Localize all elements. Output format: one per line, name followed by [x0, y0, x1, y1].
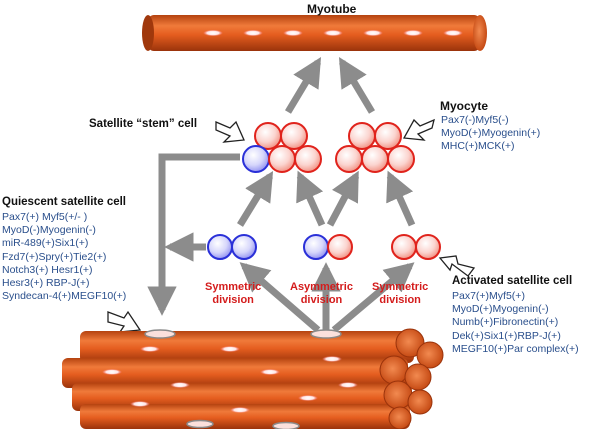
activated-markers: Pax7(+)Myf5(+) MyoD(+)Myogenin(-) Numb(+… — [452, 290, 579, 356]
arrow-stem-to-myotube — [284, 56, 322, 114]
pointer-arrow-stem — [215, 120, 245, 143]
activated-marker: MEGF10(+)Par complex(+) — [452, 342, 579, 355]
fiber-nuclei — [102, 346, 358, 413]
left-symmetric-pair — [207, 234, 257, 260]
myotube-nuclei — [203, 29, 463, 37]
myocyte-marker: MyoD(+)Myogenin(+) — [441, 127, 541, 140]
arrow-mid-pair-up-right — [326, 170, 360, 227]
activated-marker: Pax7(+)Myf5(+) — [452, 290, 525, 302]
myocyte-marker: MHC(+)MCK(+) — [441, 140, 515, 153]
activated-marker: Dek(+)Six1(+)RBP-J(+) — [452, 329, 561, 342]
quiescent-marker: Fzd7(+)Spry(+)Tie2(+) — [2, 250, 107, 263]
lineage-arrows — [164, 56, 416, 333]
myotube-fiber — [142, 15, 487, 51]
stem-cell-label: Satellite “stem” cell — [89, 118, 198, 130]
arrow-fiber-to-left-pair — [239, 262, 321, 333]
quiescent-marker: Syndecan-4(+)MEGF10(+) — [2, 290, 127, 303]
quiescent-markers: Pax7(+) Myf5(+/- ) MyoD(-)Myogenin(-) mi… — [2, 211, 126, 303]
stem-cell-cluster — [242, 122, 322, 173]
arrow-mid-pair-up-left — [296, 170, 326, 227]
myotube-label: Myotube — [307, 2, 357, 16]
activated-marker: MyoD(+)Myogenin(-) — [452, 303, 549, 316]
satellite-niches — [144, 329, 342, 429]
asymmetric-pair — [303, 234, 353, 260]
quiescent-label: Quiescent satellite cell — [2, 196, 127, 208]
pointer-arrow-quiescent — [107, 310, 142, 333]
activated-marker: Numb(+)Fibronectin(+) — [452, 316, 559, 329]
arrow-myocyte-to-myotube — [338, 56, 376, 114]
arrow-left-pair-up — [237, 170, 274, 227]
quiescent-marker: Pax7(+) Myf5(+/- ) — [2, 211, 88, 223]
quiescent-marker: miR-489(+)Six1(+) — [2, 237, 89, 250]
muscle-fiber-bundle — [62, 328, 444, 429]
quiescent-marker: Hesr3(+) RBP-J(+) — [2, 277, 90, 290]
quiescent-marker: Notch3(+) Hesr1(+) — [2, 263, 93, 276]
myocyte-label: Myocyte — [440, 99, 489, 113]
pointer-arrow-myocyte — [402, 118, 435, 141]
activated-label: Activated satellite cell — [452, 275, 573, 287]
pointer-arrow-activated — [438, 255, 476, 277]
stem-cell-blue — [242, 145, 270, 173]
arrow-right-pair-up — [386, 170, 416, 227]
myocyte-marker: Pax7(-)Myf5(-) — [441, 114, 509, 126]
myocyte-cluster — [335, 122, 415, 173]
quiescent-marker: MyoD(-)Myogenin(-) — [2, 224, 96, 237]
arrow-fiber-to-right-pair — [331, 262, 415, 333]
stem-return-arrow — [147, 153, 240, 316]
right-symmetric-pair — [391, 234, 441, 260]
myocyte-markers: Pax7(-)Myf5(-) MyoD(+)Myogenin(+) MHC(+)… — [441, 114, 540, 154]
